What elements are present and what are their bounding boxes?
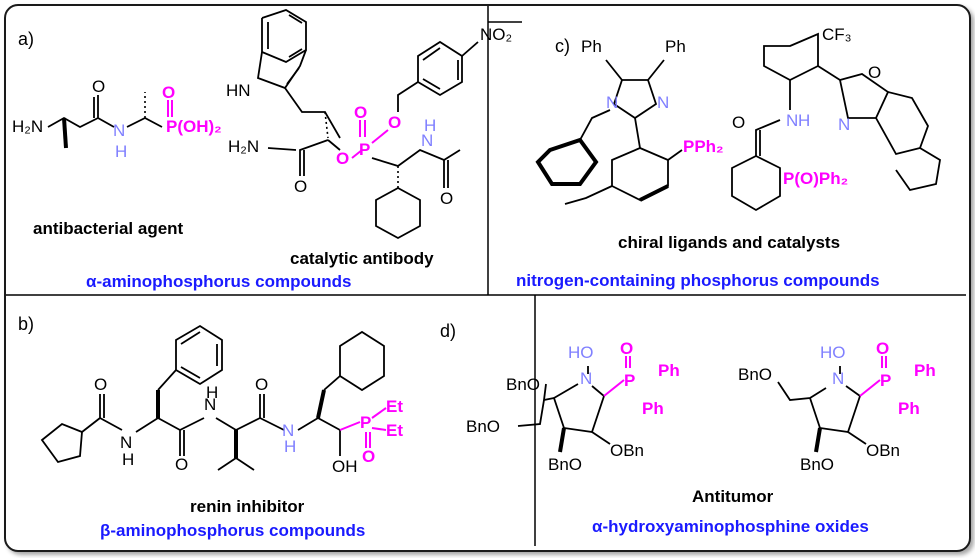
atom-n-imidazoline-1: N — [606, 93, 618, 112]
atom-ph-1: Ph — [581, 37, 602, 56]
atom-o-d2: O — [876, 339, 889, 358]
atom-h-b2: H — [206, 383, 218, 402]
structure-renin-inhibitor: O N H O N H O N H OH P Et Et O — [40, 324, 403, 476]
class-nitrogen-containing: nitrogen-containing phosphorus compounds — [516, 271, 880, 290]
structure-chiral-ligand-1: Ph Ph N N PPh₂ — [535, 37, 724, 205]
atom-h-amide: H — [798, 111, 810, 130]
class-alpha-aminophosphorus: α-aminophosphorus compounds — [86, 272, 351, 291]
atom-o-oxazoline: O — [868, 63, 881, 82]
atom-nh-amide: N — [786, 111, 798, 130]
atom-h-b1: H — [122, 450, 134, 469]
atom-obn-d2: OBn — [866, 441, 900, 460]
atom-ph-d2a: Ph — [914, 361, 936, 380]
atom-hn-indole: HN — [226, 81, 251, 100]
atom-o-ester: O — [336, 149, 349, 168]
caption-renin-inhibitor: renin inhibitor — [190, 497, 305, 516]
atom-p-d2: P — [880, 371, 891, 390]
atom-p-oh2: P(OH)₂ — [166, 117, 222, 136]
atom-n: N — [113, 121, 125, 140]
structure-antitumor-2: HO N BnO BnO OBn P O Ph Ph — [738, 339, 936, 474]
atom-n-b3: N — [282, 421, 294, 440]
class-alpha-hydroxyaminophosphine: α-hydroxyaminophosphine oxides — [592, 517, 869, 536]
atom-ph-d1b: Ph — [642, 399, 664, 418]
atom-cf3: CF₃ — [822, 25, 852, 44]
structure-antitumor-1: HO N BnO BnO BnO OBn P O Ph Ph — [466, 339, 680, 474]
atom-o-b4: O — [362, 447, 375, 466]
atom-o-amide: O — [92, 77, 105, 96]
atom-bno-d2a: BnO — [738, 365, 772, 384]
atom-n-b1: N — [120, 433, 132, 452]
atom-no2: NO₂ — [480, 25, 512, 44]
caption-catalytic-antibody: catalytic antibody — [290, 249, 434, 268]
atom-h2n: H₂N — [12, 117, 43, 136]
atom-o-b1: O — [94, 375, 107, 394]
atom-popph2: P(O)Ph₂ — [783, 169, 848, 188]
atom-ho-d1: HO — [568, 343, 594, 362]
atom-o-amide-2: O — [732, 113, 745, 132]
atom-o-b2: O — [175, 455, 188, 474]
caption-antitumor: Antitumor — [692, 487, 774, 506]
atom-h-antibody: H — [424, 116, 436, 135]
atom-p-d1: P — [624, 371, 635, 390]
atom-oh-b: OH — [332, 457, 358, 476]
atom-n-oxazoline: N — [838, 115, 850, 134]
atom-ho-d2: HO — [820, 343, 846, 362]
panel-d-label: d) — [440, 321, 456, 341]
atom-o-p-antibody: O — [354, 103, 367, 122]
atom-ph-d1a: Ph — [658, 361, 680, 380]
atom-bno-d1b: BnO — [466, 417, 500, 436]
panel-dividers — [6, 6, 966, 546]
panel-c-label: c) — [555, 36, 570, 56]
structure-chiral-ligand-2: CF₃ O N N H O P(O)Ph₂ — [731, 25, 941, 212]
atom-o-b3: O — [255, 375, 268, 394]
structure-catalytic-antibody: HN H₂N O O P O O NO₂ N H O — [226, 9, 512, 240]
atom-o-acetyl: O — [440, 189, 453, 208]
atom-o-p: O — [162, 83, 175, 102]
atom-n-antibody: N — [421, 131, 433, 150]
atom-pph2: PPh₂ — [683, 137, 724, 156]
caption-chiral-ligands: chiral ligands and catalysts — [618, 233, 840, 252]
atom-ph-2: Ph — [665, 37, 686, 56]
atom-obn-d1: OBn — [610, 441, 644, 460]
atom-bno-d1a: BnO — [506, 375, 540, 394]
atom-o-d1: O — [620, 339, 633, 358]
atom-bno-d1c: BnO — [548, 455, 582, 474]
atom-ph-d2b: Ph — [898, 399, 920, 418]
caption-antibacterial-agent: antibacterial agent — [33, 219, 184, 238]
atom-n-d2: N — [832, 369, 844, 388]
atom-bno-d2b: BnO — [800, 455, 834, 474]
atom-et-2: Et — [386, 421, 403, 440]
atom-h-b3: H — [284, 437, 296, 456]
atom-p-b: P — [360, 413, 371, 432]
atom-n-b2: N — [204, 395, 216, 414]
atom-h: H — [115, 142, 127, 161]
atom-o-benzyl: O — [388, 113, 401, 132]
structure-antibacterial-agent: H₂N O N H P(OH)₂ O — [12, 77, 222, 161]
atom-n-d1: N — [580, 369, 592, 388]
class-beta-aminophosphorus: β-aminophosphorus compounds — [100, 521, 365, 540]
atom-p-antibody: P — [359, 140, 370, 159]
atom-o-antibody: O — [294, 177, 307, 196]
panel-b-label: b) — [18, 314, 34, 334]
atom-et-1: Et — [386, 397, 403, 416]
panel-a-label: a) — [18, 29, 34, 49]
atom-n-imidazoline-2: N — [657, 93, 669, 112]
atom-h2n-antibody: H₂N — [228, 137, 259, 156]
